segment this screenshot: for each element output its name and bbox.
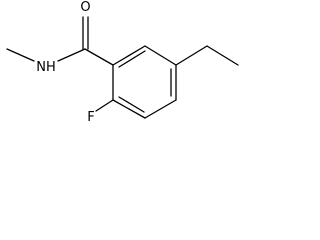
bond-ring-4-5: [144, 99, 177, 119]
bond-n-carbonyl: [57, 48, 86, 62]
bond-ring-fluorine: [95, 99, 114, 112]
bond-ring-1-2: [112, 45, 146, 66]
nh-atom-label: NH: [36, 60, 56, 75]
bond-carbonyl-ring: [84, 48, 114, 66]
bond-ethyl-1: [175, 45, 208, 66]
bond-ring-inner-a: [118, 50, 146, 68]
fluorine-atom-label: F: [87, 110, 94, 125]
molecule-canvas: O NH F: [0, 0, 257, 137]
bond-ring-inner-c: [118, 96, 145, 113]
bond-ring-2-3: [144, 45, 177, 66]
bond-methyl-n: [6, 48, 35, 62]
chemical-structure-diagram: O NH F: [6, 0, 239, 125]
oxygen-atom-label: O: [80, 0, 90, 15]
bond-ring-5-6: [112, 99, 146, 119]
bond-ethyl-2: [206, 45, 239, 66]
